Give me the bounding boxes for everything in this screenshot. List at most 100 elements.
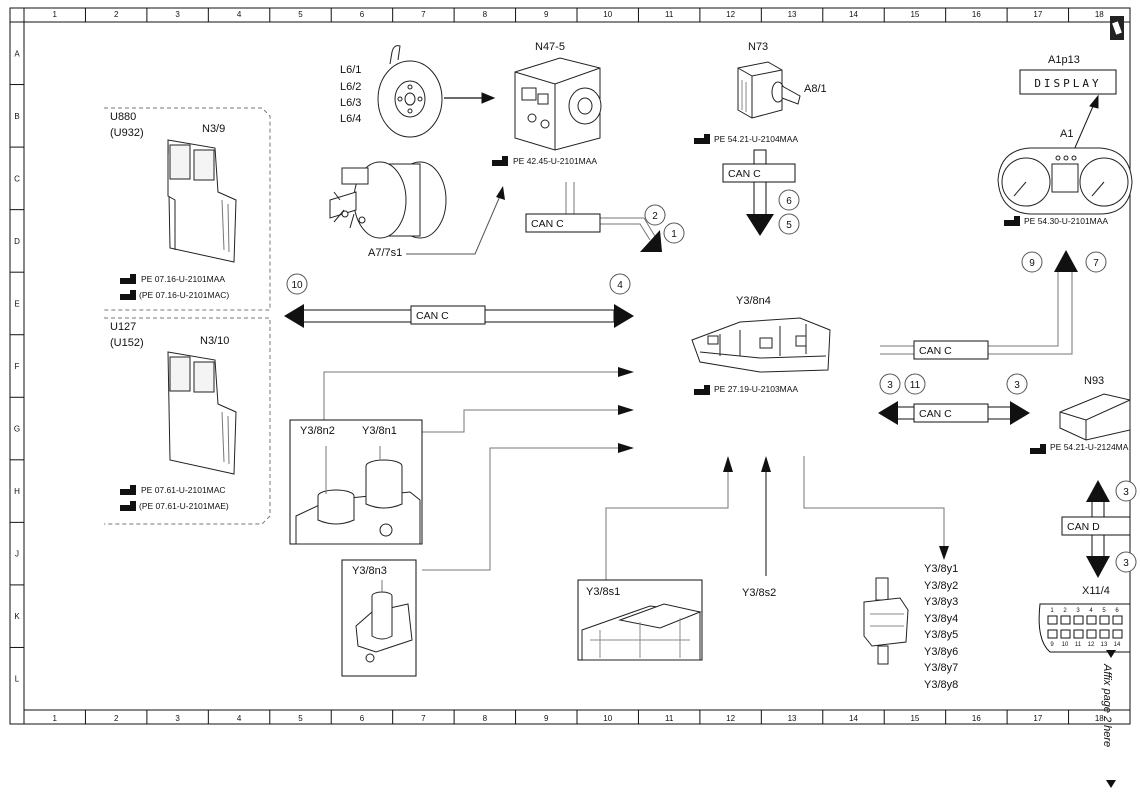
marker-9-label: 9 — [1029, 258, 1035, 269]
arrow-can-d-down — [1086, 556, 1110, 578]
x11-pin-13 — [1099, 629, 1110, 639]
x11-pin-label-10: 10 — [1062, 642, 1069, 648]
label-a1p13: A1p13 — [1048, 54, 1080, 66]
grid-col-top-3: 3 — [175, 10, 180, 19]
grid-col-bottom-6: 6 — [360, 714, 365, 723]
grid-row-L: L — [15, 675, 20, 684]
x11-pin-label-5: 5 — [1102, 608, 1106, 614]
marker-3-b — [1006, 373, 1028, 395]
arrow-n93-right — [1010, 401, 1030, 425]
can-box-c4 — [913, 340, 989, 360]
arrow-l6-to-n47 — [444, 92, 496, 104]
grid-col-bottom-4: 4 — [237, 714, 242, 723]
can-label-c1: CAN C — [531, 218, 564, 230]
marker-7-label: 7 — [1093, 258, 1099, 269]
marker-10 — [286, 273, 308, 295]
x11-pin-5 — [1099, 615, 1110, 625]
can-box-c5 — [913, 403, 989, 423]
x11-pin-label-12: 12 — [1088, 642, 1095, 648]
can-line-n47 — [565, 182, 657, 241]
grid-col-bottom-8: 8 — [483, 714, 488, 723]
grid-col-bottom-1: 1 — [52, 714, 57, 723]
wire-solenoids — [803, 456, 945, 548]
ecu-n3-10-image — [167, 351, 237, 475]
grid-labels: 1122334455667788991010111112121313141415… — [14, 10, 1104, 723]
marker-7 — [1085, 251, 1107, 273]
grid-col-top-1: 1 — [52, 10, 57, 19]
ref-n73: PE 54.21-U-2104MAA — [714, 134, 798, 144]
grid-col-bottom-14: 14 — [849, 714, 858, 723]
marker-5 — [778, 213, 800, 235]
marker-5-label: 5 — [786, 220, 792, 231]
x11-pin-9 — [1047, 629, 1058, 639]
ref-n3-9-b: (PE 07.16-U-2101MAC) — [139, 290, 229, 300]
x11-pin-label-1: 1 — [1050, 608, 1054, 614]
label-y3-8y3: Y3/8y3 — [924, 596, 958, 608]
marker-10-label: 10 — [291, 280, 303, 291]
can-line-n73 — [753, 149, 767, 217]
label-u127: U127 — [110, 321, 136, 333]
label-n47-5: N47-5 — [535, 41, 565, 53]
arrow-main-right — [614, 304, 634, 328]
transmission-control-image — [691, 317, 831, 373]
arrow-solenoids — [939, 546, 949, 560]
display-text: DISPLAY — [1034, 77, 1101, 90]
affix-text: Affix page 2 here — [1101, 663, 1113, 747]
grid-col-top-9: 9 — [544, 10, 549, 19]
ref-n3-10-a: PE 07.61-U-2101MAC — [141, 485, 226, 495]
marker-11-label: 11 — [910, 380, 921, 391]
sensor-n1-n2-image — [295, 446, 421, 545]
grid-col-top-10: 10 — [603, 10, 612, 19]
n93-module-image — [1059, 393, 1131, 441]
x11-pin-label-6: 6 — [1115, 608, 1119, 614]
marker-3-c-label: 3 — [1123, 487, 1129, 498]
can-box-d1 — [1061, 516, 1131, 536]
marker-1-label: 1 — [671, 229, 677, 240]
marker-3-d-label: 3 — [1123, 558, 1129, 569]
corner-pencil-icon — [1110, 16, 1124, 40]
marker-2-label: 2 — [652, 211, 658, 222]
sensor-wires — [323, 371, 620, 571]
can-label-c5: CAN C — [919, 408, 952, 420]
label-y3-8n2: Y3/8n2 — [300, 425, 335, 437]
ref-n3-9-a: PE 07.16-U-2101MAA — [141, 274, 225, 284]
marker-4 — [609, 273, 631, 295]
x11-pin-label-4: 4 — [1089, 608, 1093, 614]
wire-a7-to-n47 — [406, 186, 505, 255]
ignition-switch-image — [737, 61, 801, 119]
label-l6-2: L6/2 — [340, 81, 361, 93]
grid-row-E: E — [14, 299, 19, 308]
brake-booster-image — [329, 161, 447, 239]
grid-col-top-2: 2 — [114, 10, 119, 19]
x11-pin-label-11: 11 — [1075, 642, 1082, 648]
label-y3-8y5: Y3/8y5 — [924, 629, 958, 641]
can-label-c4: CAN C — [919, 345, 952, 357]
marker-4-label: 4 — [617, 280, 623, 291]
grid-row-H: H — [14, 487, 20, 496]
x11-pin-label-9: 9 — [1050, 642, 1054, 648]
grid-col-top-15: 15 — [910, 10, 919, 19]
label-y3-8y8: Y3/8y8 — [924, 679, 958, 691]
grid-col-bottom-5: 5 — [298, 714, 303, 723]
marker-3-c — [1115, 480, 1137, 502]
grid-row-K: K — [14, 612, 20, 621]
marker-3-d — [1115, 551, 1137, 573]
label-y3-8y7: Y3/8y7 — [924, 662, 958, 674]
grid-col-top-18: 18 — [1095, 10, 1104, 19]
grid-col-bottom-2: 2 — [114, 714, 119, 723]
display-panel — [1019, 69, 1117, 95]
sensor-n3-image — [355, 580, 413, 663]
arrow-s1 — [723, 456, 733, 472]
grid-row-J: J — [15, 550, 19, 559]
grid-col-bottom-3: 3 — [175, 714, 180, 723]
marker-3-a — [879, 373, 901, 395]
engine-control-panels — [104, 107, 271, 525]
grid-col-top-11: 11 — [665, 10, 674, 19]
brake-disc-image — [377, 45, 443, 138]
label-u932: (U932) — [110, 127, 144, 139]
label-l6-4: L6/4 — [340, 113, 361, 125]
label-n93: N93 — [1084, 375, 1104, 387]
marker-3-b-label: 3 — [1014, 380, 1020, 391]
